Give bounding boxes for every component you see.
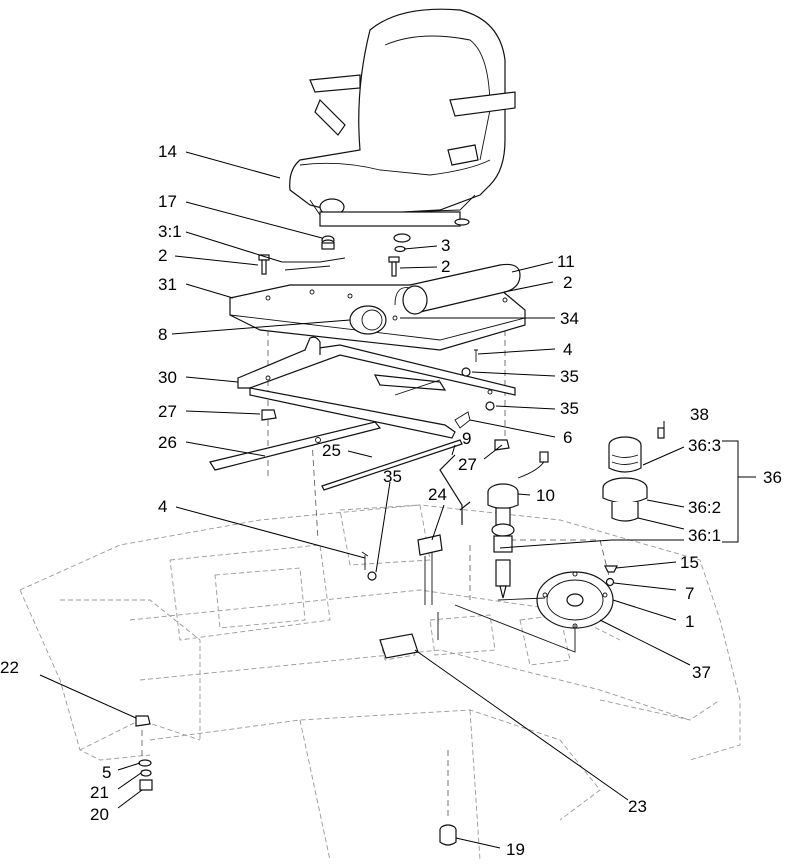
callout-25: 25 xyxy=(322,441,341,460)
callout-19: 19 xyxy=(506,840,525,859)
callout-2: 2 xyxy=(563,273,572,292)
callout-27: 27 xyxy=(458,455,477,474)
rails-frame-part xyxy=(237,336,516,439)
callout-2: 2 xyxy=(158,246,167,265)
strip-part-26 xyxy=(209,421,382,471)
callout-7: 7 xyxy=(685,584,694,603)
callout-1: 1 xyxy=(685,612,694,631)
callout-3-1: 3:1 xyxy=(158,222,182,241)
bolt-stack-lower xyxy=(135,715,153,791)
cylinder-part-11 xyxy=(394,263,521,315)
callout-23: 23 xyxy=(628,797,647,816)
callout-22: 22 xyxy=(0,658,19,677)
seat-part xyxy=(289,8,516,245)
callout-10: 10 xyxy=(536,486,555,505)
callout-17: 17 xyxy=(158,192,177,211)
callout-36: 36 xyxy=(763,468,782,487)
link-part-6 xyxy=(454,411,471,429)
callout-37: 37 xyxy=(692,663,711,682)
machine-frame-ghost xyxy=(19,504,741,861)
bracket-36 xyxy=(722,440,756,543)
callout-36-3: 36:3 xyxy=(688,436,721,455)
switch-part-10 xyxy=(487,451,549,599)
callout-30: 30 xyxy=(158,368,177,387)
sensor-part-19 xyxy=(439,824,457,846)
meter-assembly-36 xyxy=(602,427,665,522)
pad-part-8 xyxy=(349,305,387,335)
callout-21: 21 xyxy=(90,783,109,802)
callout-26: 26 xyxy=(158,433,177,452)
cable-part-9 xyxy=(439,454,471,525)
callout-36-1: 36:1 xyxy=(688,526,721,545)
washer-part-3 xyxy=(394,245,406,253)
callout-4: 4 xyxy=(158,497,167,516)
callout-11: 11 xyxy=(557,252,575,271)
callout-labels: 14 17 3:1 2 3 2 11 2 31 8 34 4 30 35 27 … xyxy=(0,142,782,859)
callout-24: 24 xyxy=(428,485,447,504)
washer-parts-35 xyxy=(367,367,495,581)
callout-34: 34 xyxy=(560,309,579,328)
wiring xyxy=(437,597,576,653)
callout-5: 5 xyxy=(102,763,111,782)
callout-2: 2 xyxy=(441,257,450,276)
leader-lines xyxy=(39,151,691,849)
callout-9: 9 xyxy=(462,429,471,448)
pad-part-23 xyxy=(379,633,419,659)
clip-part-3-1 xyxy=(282,257,346,271)
callout-35: 35 xyxy=(383,467,402,486)
bracket-part-24 xyxy=(417,534,443,605)
callout-38: 38 xyxy=(690,405,709,424)
callout-6: 6 xyxy=(563,428,572,447)
callout-4: 4 xyxy=(563,340,572,359)
callout-20: 20 xyxy=(90,805,109,824)
callout-3: 3 xyxy=(441,236,450,255)
plate-part-37 xyxy=(536,571,614,629)
callout-31: 31 xyxy=(158,275,177,294)
callout-14: 14 xyxy=(158,142,177,161)
screw-part-15 xyxy=(604,565,618,587)
rod-part-25 xyxy=(321,439,463,491)
callout-35: 35 xyxy=(560,399,579,418)
callout-35: 35 xyxy=(560,367,579,386)
callout-8: 8 xyxy=(158,325,167,344)
callout-36-2: 36:2 xyxy=(688,498,721,517)
nut-part-17 xyxy=(321,239,335,250)
callout-15: 15 xyxy=(680,553,699,572)
callout-27: 27 xyxy=(158,402,177,421)
